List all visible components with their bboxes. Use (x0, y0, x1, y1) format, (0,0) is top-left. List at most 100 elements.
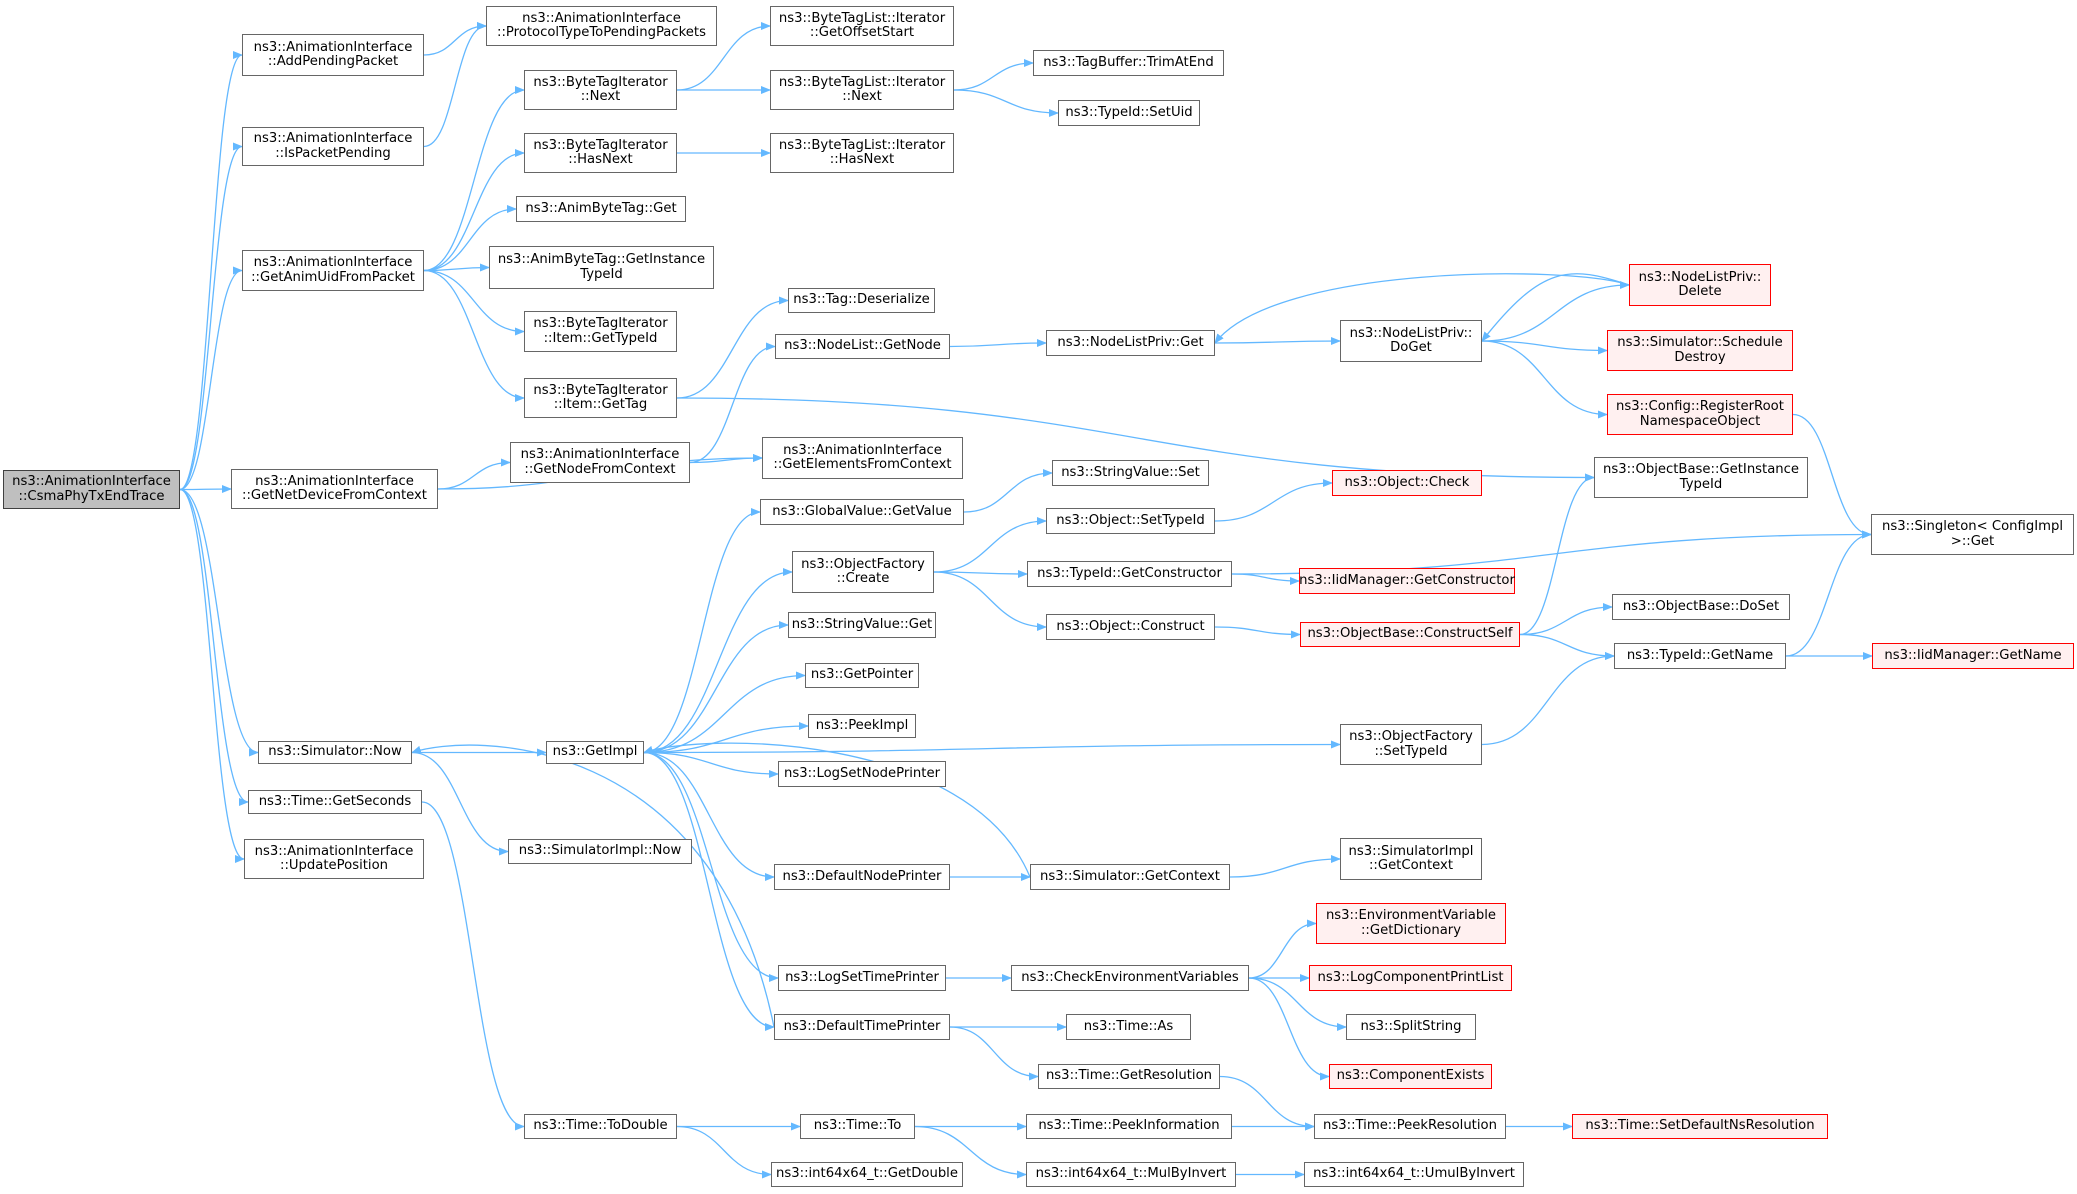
graph-node-updpos[interactable]: ns3::AnimationInterface::UpdatePosition (244, 839, 424, 879)
graph-node-i64getdbl[interactable]: ns3::int64x64_t::GetDouble (771, 1162, 963, 1187)
graph-node-timepeekinfo[interactable]: ns3::Time::PeekInformation (1026, 1114, 1232, 1139)
graph-node-label: ns3::ByteTagList::Iterator (778, 137, 946, 153)
graph-node-simimplnow[interactable]: ns3::SimulatorImpl::Now (508, 839, 692, 864)
graph-node-label: ns3::EnvironmentVariable (1325, 908, 1497, 923)
graph-node-btlnext[interactable]: ns3::ByteTagList::Iterator::Next (770, 70, 954, 110)
graph-node-getsec[interactable]: ns3::Time::GetSeconds (248, 790, 422, 814)
graph-node-label: Destroy (1674, 349, 1726, 365)
graph-node-label: ns3::NodeListPriv:: (1638, 269, 1762, 285)
graph-node-btlgetoff[interactable]: ns3::ByteTagList::Iterator::GetOffsetSta… (770, 6, 954, 46)
graph-node-abtget[interactable]: ns3::AnimByteTag::Get (516, 196, 686, 222)
graph-node-nlpdelete[interactable]: ns3::NodeListPriv::Delete (1629, 264, 1771, 306)
graph-node-timegetres[interactable]: ns3::Time::GetResolution (1038, 1064, 1220, 1089)
graph-node-todouble[interactable]: ns3::Time::ToDouble (524, 1114, 677, 1139)
graph-node-label: ns3::AnimationInterface (254, 843, 414, 859)
graph-node-logsetnode[interactable]: ns3::LogSetNodePrinter (778, 761, 946, 787)
graph-node-label: ns3::Simulator::Schedule (1617, 335, 1783, 350)
graph-node-label: ns3::ByteTagList::Iterator (778, 74, 946, 90)
graph-edge-getanim-to-abtgetinst (423, 263, 490, 272)
graph-node-nlgetnode[interactable]: ns3::NodeList::GetNode (775, 334, 950, 359)
graph-edge-nlpget-to-nlpdoget (1214, 337, 1341, 346)
graph-node-objconstruct[interactable]: ns3::Object::Construct (1046, 614, 1215, 640)
graph-node-tidsetuid[interactable]: ns3::TypeId::SetUid (1058, 100, 1200, 126)
graph-node-gvget[interactable]: ns3::GlobalValue::GetValue (760, 499, 964, 525)
graph-node-splitstr[interactable]: ns3::SplitString (1346, 1014, 1476, 1040)
graph-node-btiitemtid[interactable]: ns3::ByteTagIterator::Item::GetTypeId (524, 311, 677, 352)
graph-node-objsettid[interactable]: ns3::Object::SetTypeId (1046, 508, 1215, 534)
graph-node-label: ::CsmaPhyTxEndTrace (18, 488, 165, 504)
graph-node-label: ns3::Time::GetSeconds (258, 793, 412, 809)
graph-node-peekimpl[interactable]: ns3::PeekImpl (808, 714, 916, 738)
graph-node-simimplgetctx[interactable]: ns3::SimulatorImpl::GetContext (1340, 838, 1482, 880)
graph-node-tidgetname[interactable]: ns3::TypeId::GetName (1614, 643, 1786, 669)
graph-node-ofsettid[interactable]: ns3::ObjectFactory::SetTypeId (1340, 724, 1482, 765)
graph-node-label: ns3::Singleton< ConfigImpl (1882, 519, 2063, 534)
graph-node-nlpdoget[interactable]: ns3::NodeListPriv::DoGet (1340, 320, 1482, 362)
graph-node-root[interactable]: ns3::AnimationInterface::CsmaPhyTxEndTra… (3, 470, 180, 509)
graph-node-btlhas[interactable]: ns3::ByteTagList::Iterator::HasNext (770, 133, 954, 173)
graph-node-btinext[interactable]: ns3::ByteTagIterator::Next (524, 70, 677, 110)
graph-node-tbtrim[interactable]: ns3::TagBuffer::TrimAtEnd (1033, 50, 1224, 76)
graph-edge-objsettid-to-objcheck (1214, 479, 1333, 522)
graph-node-label: ns3::Object::Check (1344, 474, 1470, 490)
graph-node-simgetctx[interactable]: ns3::Simulator::GetContext (1030, 864, 1230, 890)
graph-node-singleton[interactable]: ns3::Singleton< ConfigImpl>::Get (1871, 514, 2074, 555)
graph-node-timeas[interactable]: ns3::Time::As (1066, 1014, 1191, 1040)
graph-node-i64umulinv[interactable]: ns3::int64x64_t::UmulByInvert (1304, 1162, 1524, 1187)
graph-edge-obconstructself-to-obdoset (1519, 603, 1613, 636)
graph-edge-root-to-simnow (179, 488, 259, 757)
graph-node-timesetdef[interactable]: ns3::Time::SetDefaultNsResolution (1572, 1114, 1828, 1139)
graph-node-label: ns3::AnimationInterface (253, 39, 413, 55)
graph-node-svget[interactable]: ns3::StringValue::Get (788, 612, 936, 638)
graph-node-iidgetctor[interactable]: ns3::IidManager::GetConstructor (1299, 568, 1515, 594)
graph-node-ofcreate[interactable]: ns3::ObjectFactory::Create (792, 551, 934, 593)
graph-node-tidgetctor[interactable]: ns3::TypeId::GetConstructor (1027, 561, 1232, 587)
graph-node-btiitemtag[interactable]: ns3::ByteTagIterator::Item::GetTag (524, 378, 677, 418)
graph-node-addpend[interactable]: ns3::AnimationInterface::AddPendingPacke… (242, 34, 424, 76)
graph-edge-ispend-to-proto (423, 22, 487, 148)
graph-edge-nlpdoget-to-simschedd (1481, 340, 1608, 355)
graph-node-nlpget[interactable]: ns3::NodeListPriv::Get (1046, 330, 1215, 356)
graph-node-label: ns3::LogSetNodePrinter (783, 765, 940, 781)
graph-node-btihas[interactable]: ns3::ByteTagIterator::HasNext (524, 133, 677, 173)
graph-node-label: ns3::NodeListPriv::Get (1057, 334, 1204, 350)
graph-node-label: ns3::Time::PeekInformation (1038, 1118, 1220, 1134)
graph-node-tagdeser[interactable]: ns3::Tag::Deserialize (788, 288, 935, 313)
graph-node-deftimepr[interactable]: ns3::DefaultTimePrinter (774, 1014, 950, 1040)
graph-node-ispend[interactable]: ns3::AnimationInterface::IsPacketPending (242, 127, 424, 166)
graph-node-logsettime[interactable]: ns3::LogSetTimePrinter (778, 965, 946, 991)
graph-node-getanim[interactable]: ns3::AnimationInterface::GetAnimUidFromP… (242, 250, 424, 291)
graph-node-svset[interactable]: ns3::StringValue::Set (1052, 460, 1209, 486)
graph-node-getnetdev[interactable]: ns3::AnimationInterface::GetNetDeviceFro… (231, 469, 438, 509)
graph-node-getptr[interactable]: ns3::GetPointer (805, 663, 919, 688)
graph-node-defnodepr[interactable]: ns3::DefaultNodePrinter (774, 864, 950, 890)
graph-node-getnodectx[interactable]: ns3::AnimationInterface::GetNodeFromCont… (510, 442, 690, 483)
graph-node-timepeekres[interactable]: ns3::Time::PeekResolution (1314, 1114, 1506, 1139)
graph-node-i64mulinv[interactable]: ns3::int64x64_t::MulByInvert (1026, 1162, 1236, 1187)
graph-node-compexists[interactable]: ns3::ComponentExists (1329, 1064, 1492, 1089)
graph-node-obconstructself[interactable]: ns3::ObjectBase::ConstructSelf (1300, 622, 1520, 647)
graph-node-envgetdict[interactable]: ns3::EnvironmentVariable::GetDictionary (1316, 903, 1506, 944)
graph-node-getimpl[interactable]: ns3::GetImpl (546, 741, 644, 764)
graph-node-proto[interactable]: ns3::AnimationInterface::ProtocolTypeToP… (486, 6, 717, 46)
graph-node-simnow[interactable]: ns3::Simulator::Now (258, 741, 412, 764)
graph-node-label: ::IsPacketPending (275, 145, 391, 161)
graph-node-timeto[interactable]: ns3::Time::To (800, 1114, 915, 1139)
graph-node-label: ::ProtocolTypeToPendingPackets (497, 25, 706, 40)
graph-node-obdoset[interactable]: ns3::ObjectBase::DoSet (1612, 594, 1790, 620)
graph-node-checkenv[interactable]: ns3::CheckEnvironmentVariables (1011, 965, 1249, 991)
graph-node-iidgetname[interactable]: ns3::IidManager::GetName (1872, 643, 2074, 669)
graph-edge-nlgetnode-to-nlpget (949, 339, 1047, 348)
graph-edge-nlpdoget-to-cfgregroot (1481, 340, 1608, 419)
graph-node-label: ns3::Time::To (813, 1118, 902, 1134)
graph-node-label: ns3::GetImpl (552, 744, 638, 760)
graph-node-getelem[interactable]: ns3::AnimationInterface::GetElementsFrom… (762, 437, 963, 479)
graph-node-logcompprint[interactable]: ns3::LogComponentPrintList (1309, 965, 1512, 991)
graph-edge-getimpl-to-ofcreate (643, 568, 793, 754)
graph-node-objcheck[interactable]: ns3::Object::Check (1332, 470, 1482, 496)
graph-node-label: ns3::Time::SetDefaultNsResolution (1585, 1118, 1815, 1134)
